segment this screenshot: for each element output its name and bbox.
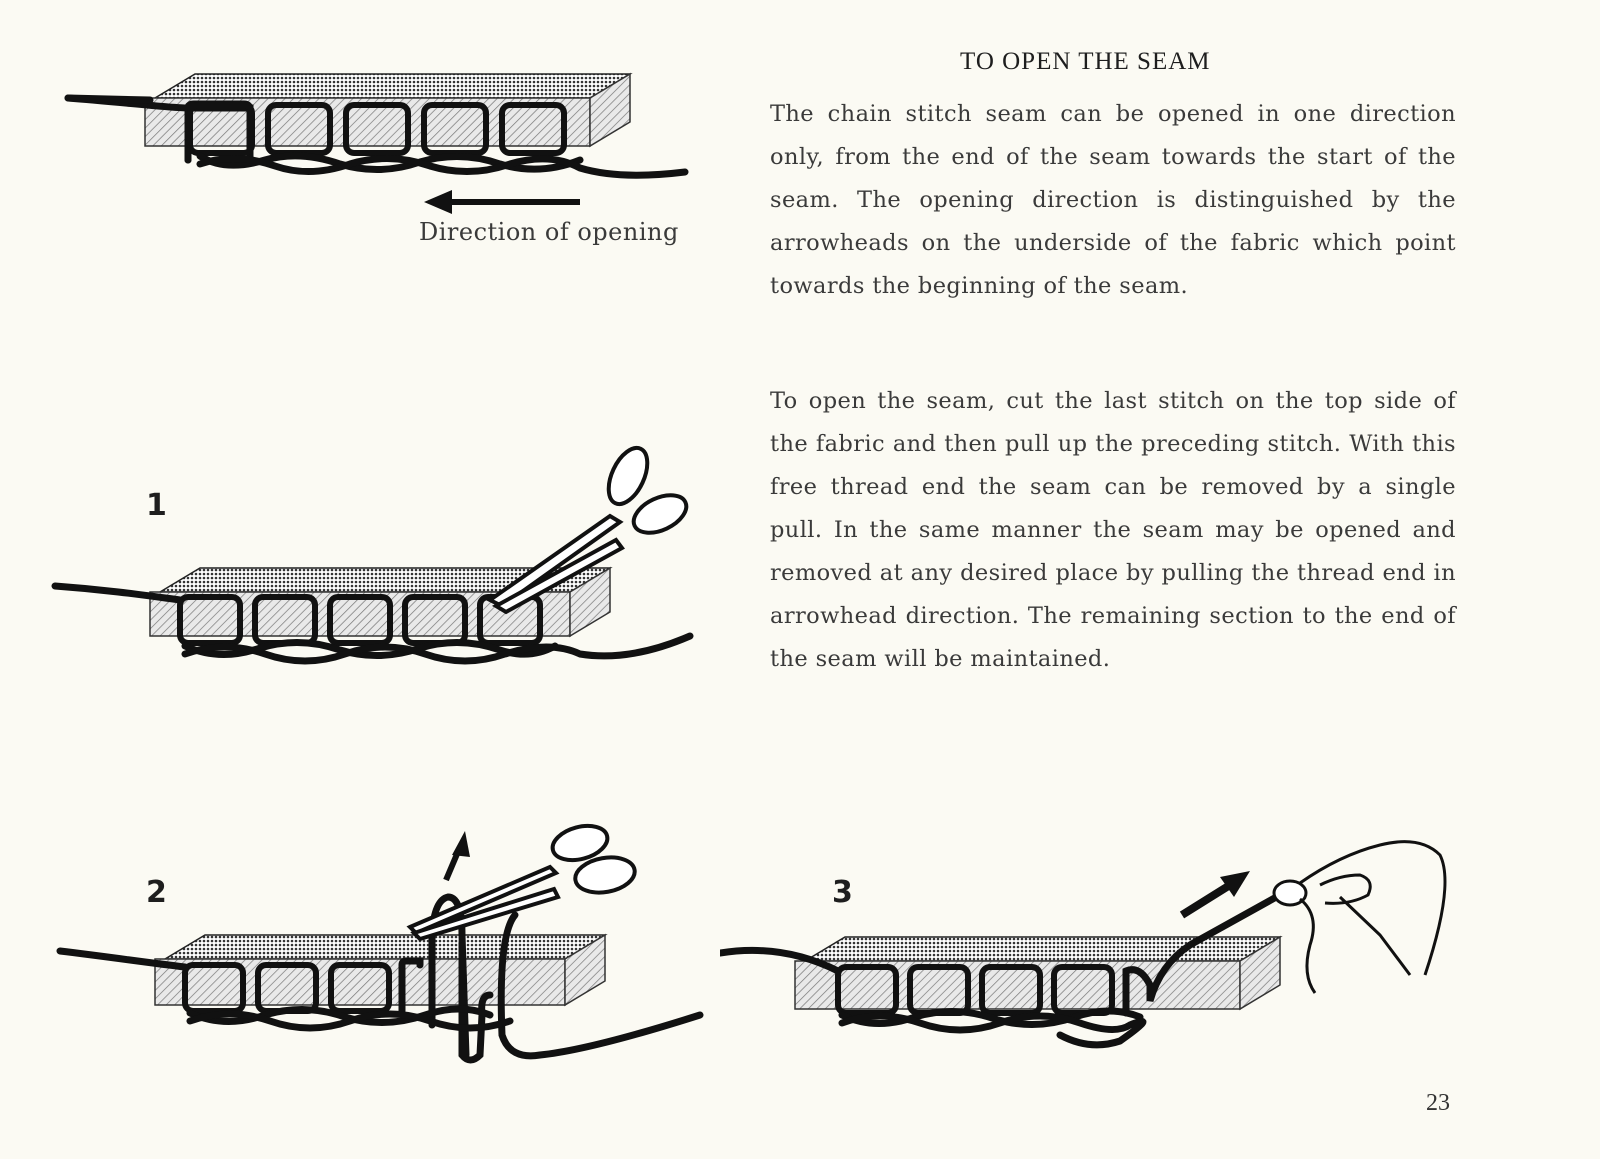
seam-illustration-step1: [51, 445, 694, 665]
step-label-2: 2: [146, 875, 167, 910]
step-label-3: 3: [832, 875, 853, 910]
step-label-1: 1: [146, 488, 167, 523]
arrow-up-icon: [443, 831, 470, 882]
page-number: 23: [1426, 1090, 1450, 1116]
hand-icon: [1272, 840, 1447, 994]
page-title: TO OPEN THE SEAM: [960, 48, 1211, 75]
seam-illustration-top: [64, 72, 689, 214]
seam-illustration-step3: [720, 840, 1447, 1049]
arrow-diagonal-icon: [1179, 871, 1250, 919]
scissors-icon: [406, 823, 637, 942]
arrow-left-icon: [424, 190, 580, 214]
paragraph-how-to-open: To open the seam, cut the last stitch on…: [770, 388, 1456, 672]
paragraph-opening-direction: The chain stitch seam can be opened in o…: [770, 101, 1456, 299]
seam-illustration-step2: [56, 823, 704, 1064]
caption-direction-of-opening: Direction of opening: [419, 218, 679, 246]
scissors-icon: [486, 445, 689, 615]
